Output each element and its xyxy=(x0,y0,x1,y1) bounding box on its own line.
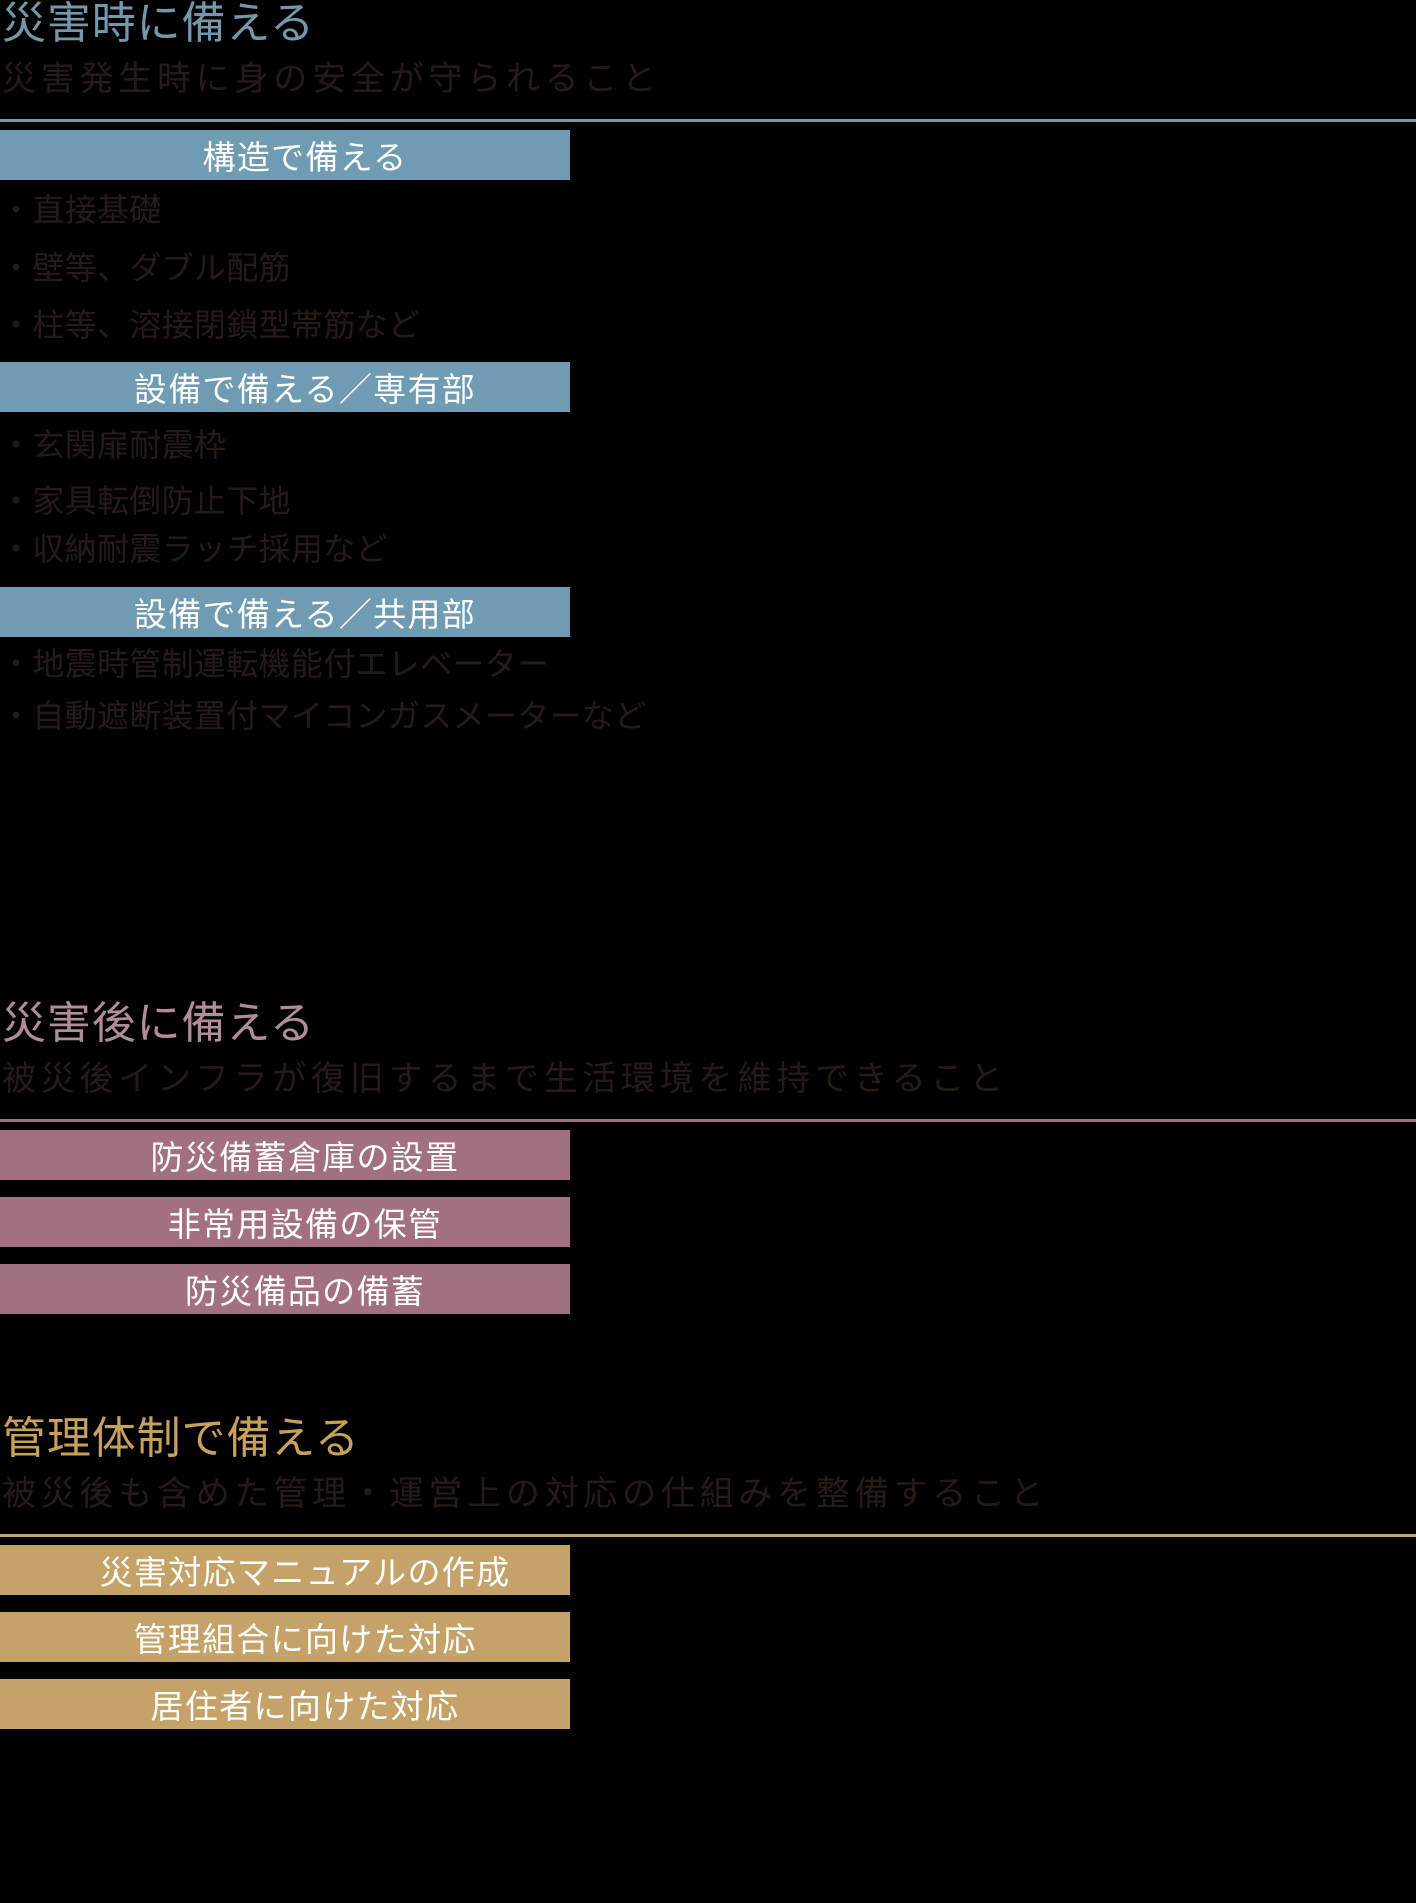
group-bar-equipment-private[interactable]: 設備で備える／専有部 xyxy=(0,362,570,412)
group-stockpile-warehouse: 防災備蓄倉庫の設置 xyxy=(0,1130,570,1180)
group-bar-emergency-equipment[interactable]: 非常用設備の保管 xyxy=(0,1197,570,1247)
bullet-structure-1: ・直接基礎 xyxy=(0,192,162,228)
section-divider-management-system xyxy=(0,1534,1416,1537)
group-bar-structure[interactable]: 構造で備える xyxy=(0,130,570,180)
section-title-disaster-time: 災害時に備える xyxy=(2,0,315,48)
group-equipment-private: 設備で備える／専有部 xyxy=(0,362,570,412)
group-supply-stockpile: 防災備品の備蓄 xyxy=(0,1264,570,1314)
section-divider-after-disaster xyxy=(0,1119,1416,1122)
group-bar-residents[interactable]: 居住者に向けた対応 xyxy=(0,1679,570,1729)
section-title-management-system: 管理体制で備える xyxy=(2,1414,360,1463)
group-disaster-manual: 災害対応マニュアルの作成 xyxy=(0,1545,570,1595)
group-emergency-equipment: 非常用設備の保管 xyxy=(0,1197,570,1247)
group-bar-management-association[interactable]: 管理組合に向けた対応 xyxy=(0,1612,570,1662)
bullet-structure-3: ・柱等、溶接閉鎖型帯筋など xyxy=(0,307,421,343)
section-subtitle-after-disaster: 被災後インフラが復旧するまで生活環境を維持できること xyxy=(2,1061,1009,1098)
bullet-equipment-private-1: ・玄関扉耐震枠 xyxy=(0,427,227,463)
group-bar-disaster-manual[interactable]: 災害対応マニュアルの作成 xyxy=(0,1545,570,1595)
section-title-after-disaster: 災害後に備える xyxy=(2,999,315,1048)
bullet-structure-2: ・壁等、ダブル配筋 xyxy=(0,250,291,286)
bullet-equipment-private-3: ・収納耐震ラッチ採用など xyxy=(0,531,388,567)
group-bar-stockpile-warehouse[interactable]: 防災備蓄倉庫の設置 xyxy=(0,1130,570,1180)
group-residents: 居住者に向けた対応 xyxy=(0,1679,570,1729)
section-divider-disaster-time xyxy=(0,119,1416,122)
section-subtitle-management-system: 被災後も含めた管理・運営上の対応の仕組みを整備すること xyxy=(2,1476,1049,1513)
bullet-equipment-private-2: ・家具転倒防止下地 xyxy=(0,483,291,519)
section-subtitle-disaster-time: 災害発生時に身の安全が守られること xyxy=(2,61,661,98)
group-equipment-common: 設備で備える／共用部 xyxy=(0,587,570,637)
bullet-equipment-common-2: ・自動遮断装置付マイコンガスメーターなど xyxy=(0,698,647,734)
group-bar-supply-stockpile[interactable]: 防災備品の備蓄 xyxy=(0,1264,570,1314)
group-structure: 構造で備える xyxy=(0,130,570,180)
group-management-association: 管理組合に向けた対応 xyxy=(0,1612,570,1662)
bullet-equipment-common-1: ・地震時管制運転機能付エレベーター xyxy=(0,646,550,682)
group-bar-equipment-common[interactable]: 設備で備える／共用部 xyxy=(0,587,570,637)
